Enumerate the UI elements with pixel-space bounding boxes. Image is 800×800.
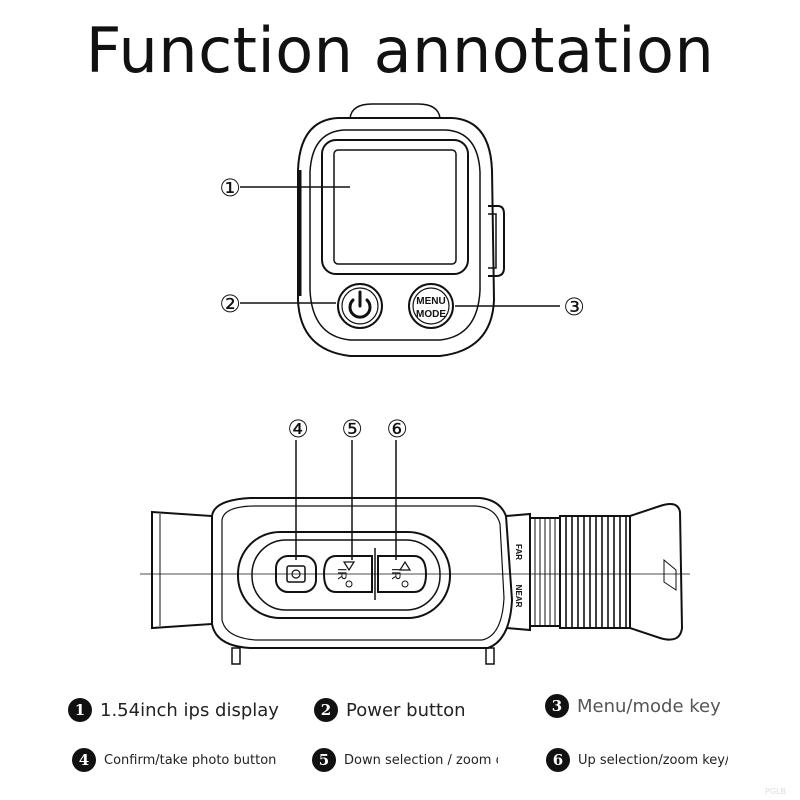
- device-front-view: [297, 103, 505, 357]
- legend-row-1: 1 1.54inch ips display 2 Power button 3 …: [0, 692, 800, 732]
- menu-label-top: MENU: [416, 296, 445, 307]
- legend-text-5: Down selection / zoom ou: [344, 752, 498, 768]
- callout-4: ④: [287, 415, 309, 443]
- legend-number-6: 6: [546, 748, 570, 772]
- ir-label-down: IR: [335, 568, 349, 580]
- legend-text-6: Up selection/zoom key/ir: [578, 752, 728, 768]
- legend-text-1: 1.54inch ips display: [100, 699, 279, 721]
- leader-lines-top: [240, 186, 560, 307]
- legend-text-4: Confirm/take photo button: [104, 752, 277, 768]
- page-title: Function annotation: [85, 14, 715, 87]
- legend-item-4: 4 Confirm/take photo button: [72, 748, 276, 772]
- menu-label-bottom: MODE: [416, 309, 446, 320]
- down-arrow-icon: [342, 561, 356, 572]
- far-label: FAR: [514, 544, 523, 560]
- legend-number-4: 4: [72, 748, 96, 772]
- legend-text-3: Menu/mode key: [577, 695, 721, 717]
- callout-5: ⑤: [341, 415, 363, 443]
- legend-item-3: 3 Menu/mode key: [545, 694, 721, 718]
- callout-2: ②: [219, 290, 241, 318]
- ir-label-up: IR: [389, 568, 403, 580]
- legend-item-5: 5 Down selection / zoom ou: [312, 748, 498, 772]
- legend-number-5: 5: [312, 748, 336, 772]
- legend-number-3: 3: [545, 694, 569, 718]
- up-arrow-icon: [398, 560, 412, 571]
- legend-item-2: 2 Power button: [314, 698, 466, 722]
- watermark: PGLB: [765, 787, 786, 796]
- callout-6: ⑥: [386, 415, 408, 443]
- legend-item-1: 1 1.54inch ips display: [68, 698, 279, 722]
- legend-text-2: Power button: [346, 699, 466, 721]
- near-label: NEAR: [514, 585, 523, 608]
- legend-item-6: 6 Up selection/zoom key/ir: [546, 748, 728, 772]
- legend-number-1: 1: [68, 698, 92, 722]
- legend-row-2: 4 Confirm/take photo button 5 Down selec…: [0, 746, 800, 786]
- power-icon: [348, 298, 372, 319]
- legend-number-2: 2: [314, 698, 338, 722]
- device-diagram: MENU MODE ① ② ③: [140, 103, 690, 665]
- callout-3: ③: [563, 293, 585, 321]
- leader-lines-bottom: [295, 440, 397, 560]
- device-side-view: [140, 497, 690, 665]
- callout-1: ①: [219, 174, 241, 202]
